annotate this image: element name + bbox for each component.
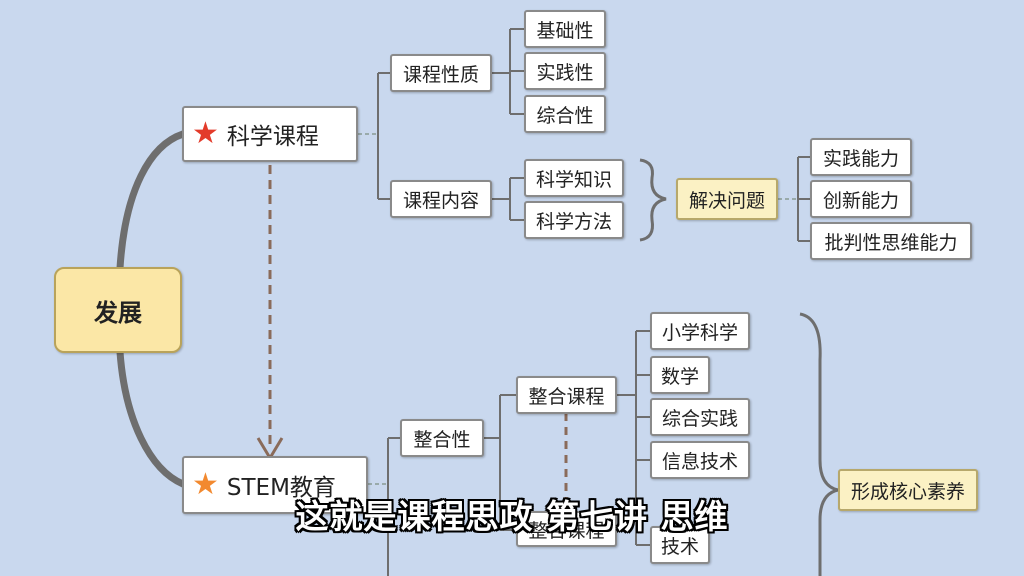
content-child-1[interactable]: 科学知识 — [524, 159, 624, 197]
second-course-node[interactable]: 整合课程 — [516, 511, 617, 547]
orange-star-icon: ★ — [192, 467, 219, 502]
solve-problem-node[interactable]: 解决问题 — [676, 178, 778, 220]
curly-brace — [639, 158, 667, 242]
connector-root-science — [116, 130, 187, 272]
video-subtitle: 这就是课程思政 第七讲 思维 — [295, 497, 729, 536]
connector-root-stem — [116, 348, 187, 488]
stem-education-node[interactable]: ★ STEM教育 — [182, 456, 368, 514]
core-literacy-node[interactable]: 形成核心素养 — [838, 469, 978, 511]
subject-4[interactable]: 信息技术 — [650, 441, 750, 479]
integrated-course-node[interactable]: 整合课程 — [516, 376, 617, 414]
tech-node[interactable]: 技术 — [650, 526, 710, 564]
stem-education-label: STEM教育 — [226, 475, 336, 501]
nature-child-3[interactable]: 综合性 — [524, 95, 606, 133]
ability-1[interactable]: 实践能力 — [810, 138, 912, 176]
subject-1[interactable]: 小学科学 — [650, 312, 750, 350]
ability-2[interactable]: 创新能力 — [810, 180, 912, 218]
subject-2[interactable]: 数学 — [650, 356, 710, 394]
course-nature-node[interactable]: 课程性质 — [390, 54, 492, 92]
subject-3[interactable]: 综合实践 — [650, 398, 750, 436]
integration-node[interactable]: 整合性 — [400, 419, 484, 457]
content-child-2[interactable]: 科学方法 — [524, 201, 624, 239]
course-content-node[interactable]: 课程内容 — [390, 180, 492, 218]
large-brace — [799, 312, 839, 576]
science-course-node[interactable]: ★ 科学课程 — [182, 106, 358, 162]
ability-3[interactable]: 批判性思维能力 — [810, 222, 972, 260]
nature-child-2[interactable]: 实践性 — [524, 52, 606, 90]
nature-child-1[interactable]: 基础性 — [524, 10, 606, 48]
science-course-label: 科学课程 — [226, 124, 319, 150]
root-node[interactable]: 发展 — [54, 267, 182, 353]
red-star-icon: ★ — [192, 116, 219, 151]
